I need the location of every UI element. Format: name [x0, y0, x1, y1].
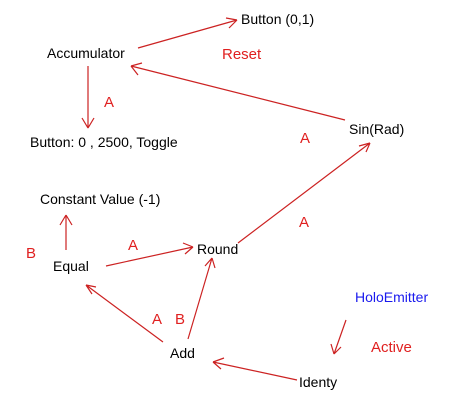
arrow-accumulator-to-button01	[137, 17, 238, 49]
label-reset: Reset	[222, 46, 262, 63]
arrow-equal-to-round	[105, 242, 194, 267]
node-button-toggle: Button: 0 , 2500, Toggle	[30, 134, 178, 150]
node-holoemitter: HoloEmitter	[355, 289, 429, 305]
label-active: Active	[371, 339, 412, 356]
node-button-01: Button (0,1)	[241, 11, 315, 27]
label-a-accumulator-button: A	[104, 94, 115, 111]
label-b-equal-constant: B	[26, 245, 37, 262]
arrow-round-to-sin	[237, 142, 371, 244]
node-constant-value: Constant Value (-1)	[40, 191, 161, 207]
node-add: Add	[170, 345, 195, 361]
label-a-equal-round: A	[128, 237, 139, 254]
label-a-round-sin: A	[299, 214, 310, 231]
arrow-sin-to-accumulator	[130, 62, 346, 121]
node-sin-rad: Sin(Rad)	[349, 121, 405, 137]
arrow-add-to-equal	[85, 284, 164, 343]
arrow-accumulator-to-button-toggle	[81, 66, 95, 129]
node-equal: Equal	[53, 258, 89, 274]
label-b-add-round: B	[175, 311, 186, 328]
arrow-identy-to-add	[212, 357, 298, 381]
label-a-sin-accumulator: A	[300, 130, 311, 147]
node-identy: Identy	[299, 374, 338, 390]
arrow-holoemitter-to-identy	[330, 319, 347, 355]
node-accumulator: Accumulator	[47, 45, 125, 61]
node-round: Round	[197, 241, 239, 257]
label-a-add-equal: A	[152, 311, 163, 328]
arrow-equal-to-constant	[59, 214, 73, 250]
arrow-add-to-round	[187, 257, 216, 340]
